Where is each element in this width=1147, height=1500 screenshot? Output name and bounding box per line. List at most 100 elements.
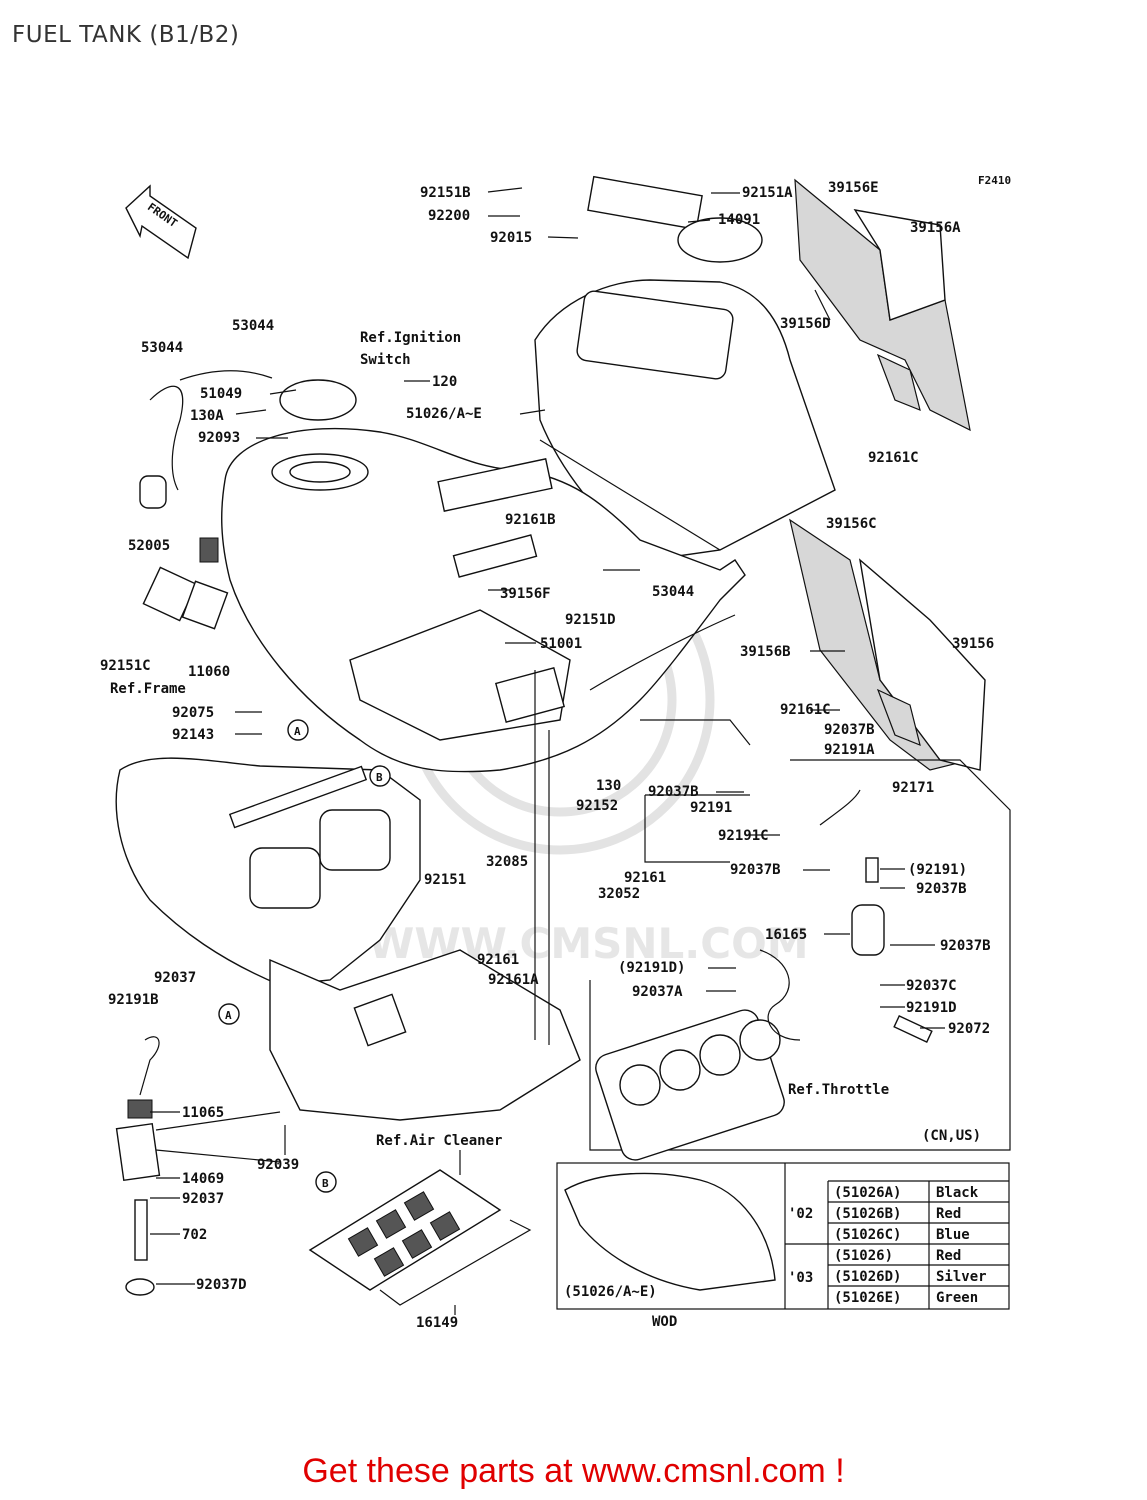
part-label: 130: [596, 778, 621, 794]
footer-link-text[interactable]: Get these parts at www.cmsnl.com !: [302, 1452, 845, 1490]
table-year-2003: '03: [788, 1270, 813, 1286]
part-labels: 92151B 92200 92015 92151A 14091 39156E 3…: [100, 180, 994, 1331]
part-label: 39156E: [828, 180, 879, 196]
part-label: 16165: [765, 927, 807, 943]
part-label: 92191C: [718, 828, 769, 844]
part-label: 53044: [141, 340, 183, 356]
part-label: 14091: [718, 212, 760, 228]
part-label: 702: [182, 1227, 207, 1243]
frame: [115, 757, 581, 1121]
fuel-pump: [139, 475, 229, 630]
part-label: 92171: [892, 780, 934, 796]
part-label: 92075: [172, 705, 214, 721]
part-label: 92161B: [505, 512, 556, 528]
ref-label: Ref.Air Cleaner: [376, 1133, 502, 1149]
region-label: (CN,US): [922, 1128, 981, 1144]
hose-kit: [115, 1036, 281, 1296]
part-label: 120: [432, 374, 457, 390]
part-label: 92191D: [906, 1000, 957, 1016]
table-color: Red: [936, 1248, 961, 1264]
part-label: 39156: [952, 636, 994, 652]
leader-lines: [150, 187, 945, 1315]
part-label: 92161A: [488, 972, 539, 988]
part-label: 92072: [948, 1021, 990, 1037]
table-color: Silver: [936, 1269, 987, 1285]
part-label: 92143: [172, 727, 214, 743]
part-label: 92161C: [868, 450, 919, 466]
part-label: 39156C: [826, 516, 877, 532]
part-label: 16149: [416, 1315, 458, 1331]
table-part: (51026): [834, 1248, 893, 1264]
part-label: 92037B: [916, 881, 967, 897]
part-label: 92037B: [730, 862, 781, 878]
part-label: 92161: [477, 952, 519, 968]
part-label: 39156B: [740, 644, 791, 660]
part-label: 39156D: [780, 316, 831, 332]
part-label: 92151D: [565, 612, 616, 628]
hoses: [149, 370, 736, 691]
table-part: (51026A): [834, 1185, 901, 1201]
wod-label: WOD: [652, 1314, 677, 1330]
part-label: 92037A: [632, 984, 683, 1000]
tank-cover: [534, 175, 836, 561]
part-label: (92191): [908, 862, 967, 878]
color-table: '02 '03 (51026A) Black (51026B) Red (510…: [556, 1162, 1010, 1330]
table-part: (51026C): [834, 1227, 901, 1243]
throttle-box: [589, 719, 1011, 1161]
part-label: 92037B: [648, 784, 699, 800]
part-label: 92151C: [100, 658, 151, 674]
table-part: (51026E): [834, 1290, 901, 1306]
part-label: 92151: [424, 872, 466, 888]
callout-b: B: [322, 1177, 329, 1190]
callout-b: B: [376, 771, 383, 784]
part-label: 92037B: [940, 938, 991, 954]
front-arrow-icon: FRONT: [125, 184, 197, 260]
part-label: 92200: [428, 208, 470, 224]
part-label: 92152: [576, 798, 618, 814]
ref-label: Ref.Frame: [110, 681, 186, 697]
table-color: Black: [936, 1185, 979, 1201]
ref-label: Switch: [360, 352, 411, 368]
part-label: 92191B: [108, 992, 159, 1008]
part-label: 92191: [690, 800, 732, 816]
ref-label: Ref.Throttle: [788, 1082, 889, 1098]
callout-a: A: [225, 1009, 232, 1022]
part-label: 39156F: [500, 586, 551, 602]
figure-code: F2410: [978, 174, 1011, 187]
air-cleaner: [308, 1169, 532, 1306]
table-color: Blue: [936, 1227, 970, 1243]
part-label: 53044: [232, 318, 274, 334]
part-label: 92039: [257, 1157, 299, 1173]
part-label: 32052: [598, 886, 640, 902]
part-label: 92151B: [420, 185, 471, 201]
part-label: 92037B: [824, 722, 875, 738]
table-year-2002: '02: [788, 1206, 813, 1222]
part-label: 14069: [182, 1171, 224, 1187]
part-label: 92037: [182, 1191, 224, 1207]
part-label: 53044: [652, 584, 694, 600]
callout-a: A: [294, 725, 301, 738]
part-label: 11060: [188, 664, 230, 680]
table-part: (51026D): [834, 1269, 901, 1285]
part-label: 130A: [190, 408, 224, 424]
part-label: 92015: [490, 230, 532, 246]
table-part: (51026B): [834, 1206, 901, 1222]
part-label: 92191A: [824, 742, 875, 758]
part-label: 32085: [486, 854, 528, 870]
page-title: FUEL TANK (B1/B2): [12, 22, 240, 48]
part-label: 92161: [624, 870, 666, 886]
part-label: 92161C: [780, 702, 831, 718]
table-color: Red: [936, 1206, 961, 1222]
part-label: 39156A: [910, 220, 961, 236]
part-label: 51049: [200, 386, 242, 402]
part-label: (92191D): [618, 960, 685, 976]
part-label: 11065: [182, 1105, 224, 1121]
part-label: 92037D: [196, 1277, 247, 1293]
side-panels: [789, 178, 986, 771]
part-label: 92093: [198, 430, 240, 446]
part-label: 52005: [128, 538, 170, 554]
ref-label: Ref.Ignition: [360, 330, 461, 346]
part-label: 92037: [154, 970, 196, 986]
part-label: 51026/A~E: [406, 406, 482, 422]
table-color: Green: [936, 1290, 978, 1306]
